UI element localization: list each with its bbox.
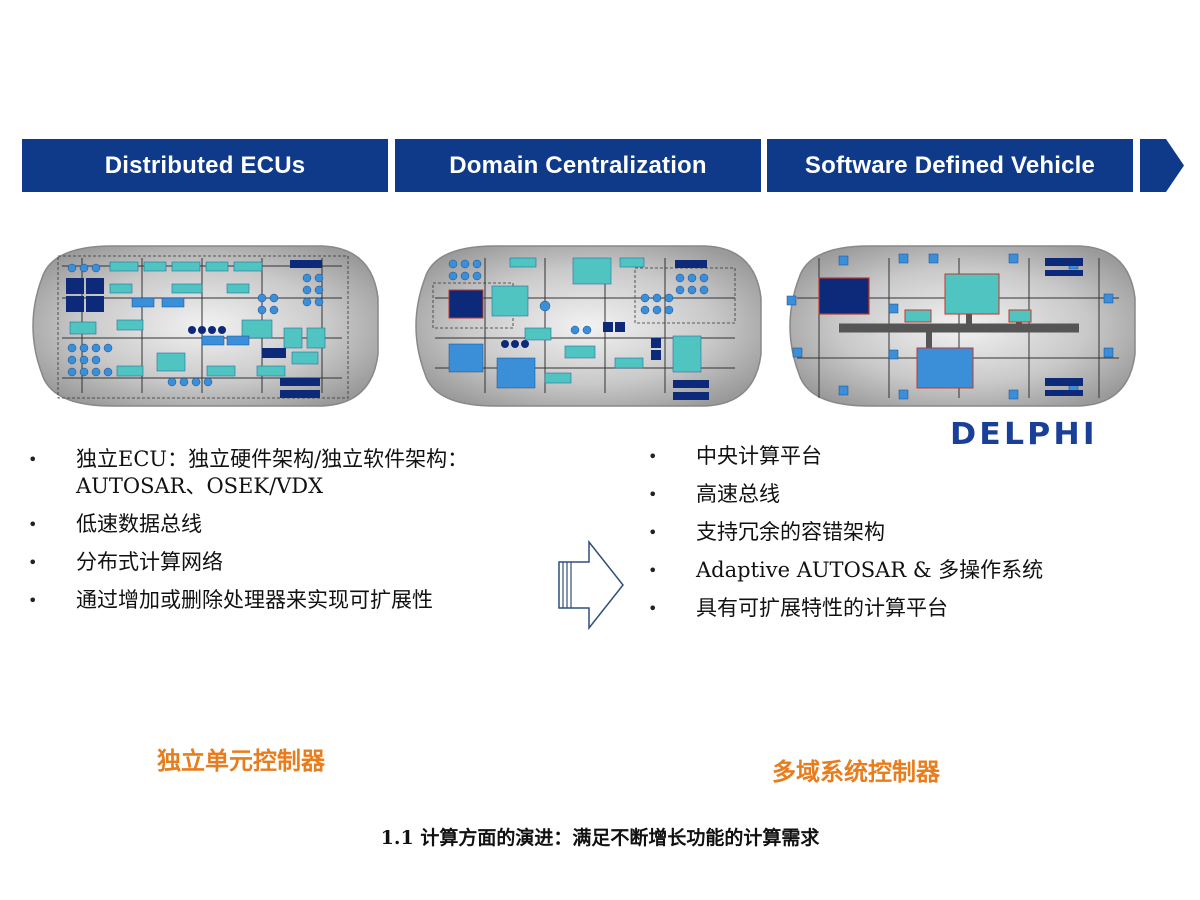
car-diagram-domain [415, 245, 762, 407]
list-item: 分布式计算网络 [24, 549, 468, 576]
right-arrow-icon [558, 540, 624, 630]
list-item: Adaptive AUTOSAR & 多操作系统 [644, 557, 1043, 584]
car-diagram-distributed [32, 245, 379, 407]
left-bullet-list: 独立ECU：独立硬件架构/独立软件架构： AUTOSAR、OSEK/VDX 低速… [24, 446, 468, 625]
list-item: 独立ECU：独立硬件架构/独立软件架构： AUTOSAR、OSEK/VDX [24, 446, 468, 500]
list-item: 具有可扩展特性的计算平台 [644, 595, 1043, 622]
list-item: 中央计算平台 [644, 443, 1043, 470]
list-item: 通过增加或删除处理器来实现可扩展性 [24, 587, 468, 614]
list-item: 高速总线 [644, 481, 1043, 508]
list-item: 支持冗余的容错架构 [644, 519, 1043, 546]
label-domain-controller: 多域系统控制器 [772, 758, 940, 786]
stage-distributed-ecus: Distributed ECUs [22, 139, 388, 192]
banner-arrow-icon [1140, 139, 1184, 192]
car-diagram-software-defined [786, 245, 1136, 407]
figure-caption: 1.1 计算方面的演进：满足不断增长功能的计算需求 [380, 827, 820, 849]
label-independent-controller: 独立单元控制器 [157, 747, 325, 775]
stage-software-defined-vehicle: Software Defined Vehicle [767, 139, 1133, 192]
right-bullet-list: 中央计算平台 高速总线 支持冗余的容错架构 Adaptive AUTOSAR &… [644, 443, 1043, 633]
list-item: 低速数据总线 [24, 511, 468, 538]
stage-domain-centralization: Domain Centralization [395, 139, 761, 192]
